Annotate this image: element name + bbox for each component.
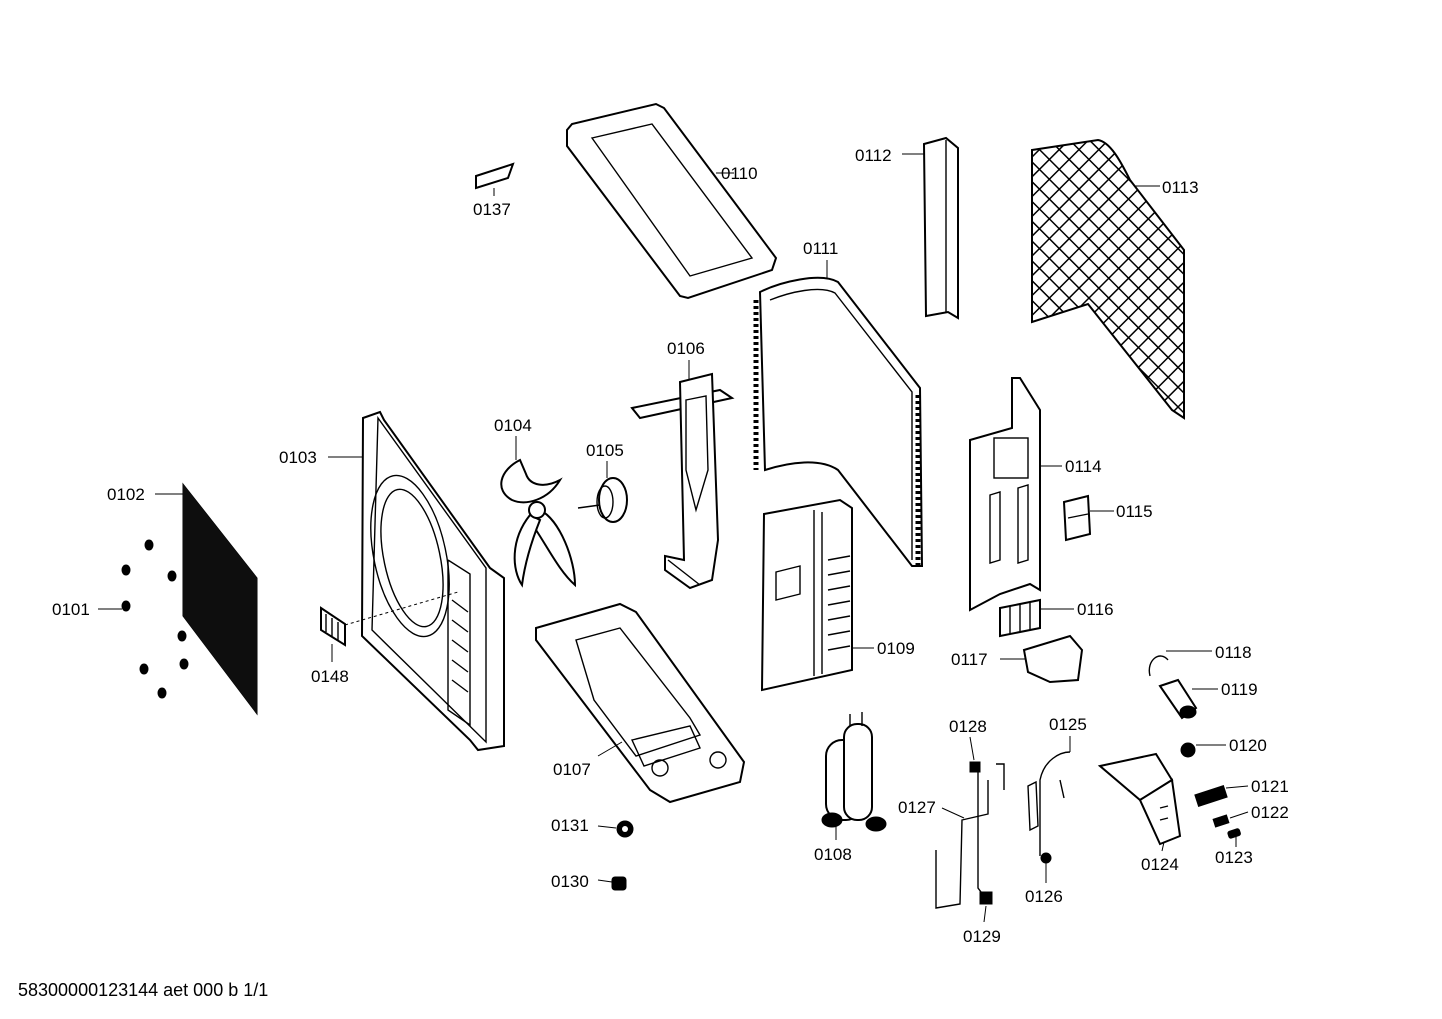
leader-lines <box>98 153 1249 923</box>
part-0110-top-cover <box>566 102 778 300</box>
part-0116-terminal-block <box>999 598 1041 638</box>
label-0124: 0124 <box>1141 855 1179 874</box>
part-0122-screw <box>1212 814 1230 828</box>
part-0118-clamp <box>1148 655 1169 677</box>
label-0127: 0127 <box>898 798 936 817</box>
part-0114-control-box <box>969 377 1041 612</box>
part-0124-bracket <box>1097 752 1182 846</box>
part-0125-valve <box>1027 751 1071 864</box>
label-0101: 0101 <box>52 600 90 619</box>
label-0105: 0105 <box>586 441 624 460</box>
part-0108-compressor <box>821 712 887 832</box>
part-0123-washer <box>1227 828 1241 839</box>
label-0126: 0126 <box>1025 887 1063 906</box>
part-0106-motor-bracket <box>630 372 735 590</box>
label-0123: 0123 <box>1215 848 1253 867</box>
part-0103-front-panel <box>360 410 505 752</box>
document-reference-footer: 58300000123144 aet 000 b 1/1 <box>18 980 269 1000</box>
label-0106: 0106 <box>667 339 705 358</box>
part-0148-label <box>320 606 346 647</box>
part-labels: 0101 0102 0103 0104 0105 0106 0107 0108 … <box>52 146 1289 946</box>
part-0105-fan-motor <box>577 477 628 523</box>
label-0108: 0108 <box>814 845 852 864</box>
label-0113: 0113 <box>1162 178 1199 197</box>
label-0116: 0116 <box>1077 600 1114 619</box>
label-0112: 0112 <box>855 146 892 165</box>
part-0104-fan-blade <box>500 458 577 588</box>
part-0107-base-pan <box>535 602 746 804</box>
label-0114: 0114 <box>1065 457 1102 476</box>
part-0130-foot <box>611 876 627 891</box>
label-0129: 0129 <box>963 927 1001 946</box>
part-0131-foot <box>616 820 634 838</box>
label-0120: 0120 <box>1229 736 1267 755</box>
part-0112-side-rail <box>922 136 959 320</box>
label-0148: 0148 <box>311 667 349 686</box>
part-0111-condenser-coil <box>753 276 924 567</box>
label-0125: 0125 <box>1049 715 1087 734</box>
label-0111: 0111 <box>803 239 838 258</box>
part-0109-side-panel <box>760 498 853 692</box>
label-0107: 0107 <box>553 760 591 779</box>
label-0109: 0109 <box>877 639 915 658</box>
label-0117: 0117 <box>951 650 988 669</box>
label-0104: 0104 <box>494 416 532 435</box>
part-0120-nut <box>1180 742 1196 758</box>
label-0130: 0130 <box>551 872 589 891</box>
label-0128: 0128 <box>949 717 987 736</box>
label-0115: 0115 <box>1116 502 1153 521</box>
label-0119: 0119 <box>1221 680 1258 699</box>
label-0137: 0137 <box>473 200 511 219</box>
label-0102: 0102 <box>107 485 145 504</box>
part-0113-rear-guard <box>1031 138 1185 420</box>
label-0122: 0122 <box>1251 803 1289 822</box>
part-0101-grille-clips <box>121 539 189 699</box>
part-0121-spring <box>1194 785 1228 807</box>
part-0119-capacitor <box>1158 678 1198 720</box>
label-0118: 0118 <box>1215 643 1252 662</box>
label-0103: 0103 <box>279 448 317 467</box>
part-0115-control-board <box>1062 494 1092 542</box>
part-0127-pipe-assembly <box>935 761 1005 909</box>
part-0137-clip <box>475 162 515 190</box>
part-0102-front-grille <box>182 482 258 716</box>
part-0117-terminal-cover <box>1022 634 1084 684</box>
label-0110: 0110 <box>721 164 758 183</box>
label-0121: 0121 <box>1251 777 1289 796</box>
label-0131: 0131 <box>551 816 589 835</box>
